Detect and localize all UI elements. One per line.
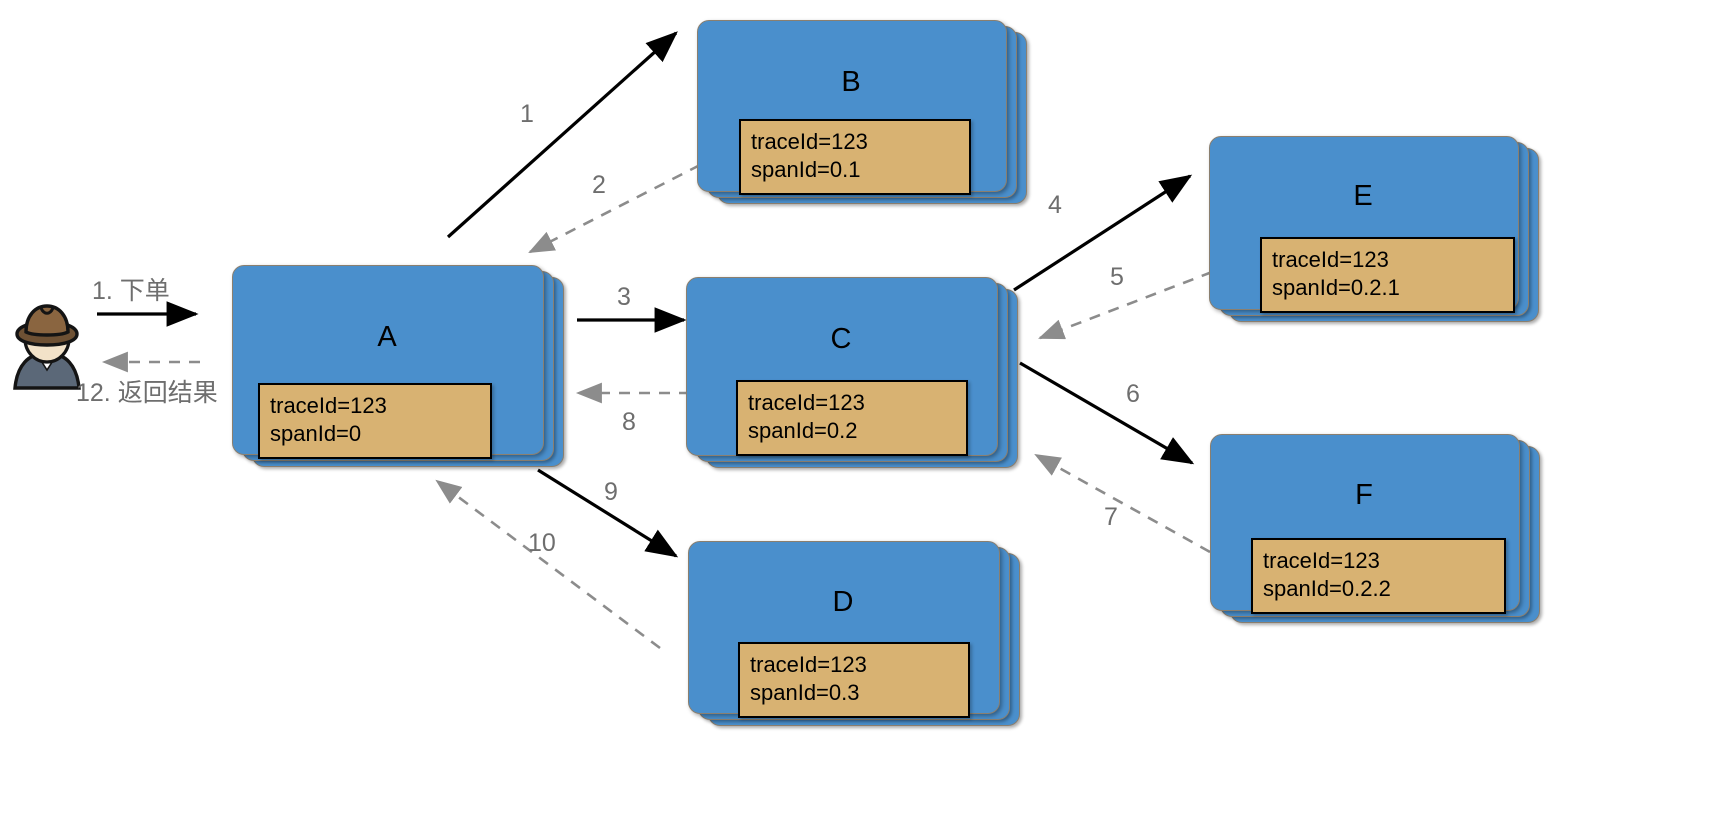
node-f[interactable]: F traceId=123 spanId=0.2.2 — [1210, 434, 1560, 639]
edge-label-8: 8 — [622, 408, 636, 436]
node-b[interactable]: B traceId=123 spanId=0.1 — [697, 20, 1037, 210]
edge-label-5: 5 — [1110, 263, 1124, 291]
edge-label-3: 3 — [617, 283, 631, 311]
edge-label-7: 7 — [1104, 503, 1118, 531]
edge-4-c-to-e — [1013, 174, 1193, 292]
node-c[interactable]: C traceId=123 spanId=0.2 — [686, 277, 1031, 477]
edge-label-9: 9 — [604, 478, 618, 506]
node-c-title: C — [830, 323, 852, 355]
edge-2-b-to-a — [528, 163, 701, 254]
actor-user — [8, 296, 86, 392]
node-f-title: F — [1355, 479, 1373, 511]
node-e[interactable]: E traceId=123 spanId=0.2.1 — [1209, 136, 1559, 336]
edge-label-6: 6 — [1126, 380, 1140, 408]
node-d-title: D — [832, 586, 854, 618]
edge-10-d-to-a — [435, 479, 661, 650]
node-b-title: B — [841, 66, 861, 98]
node-d-span-tag: traceId=123 spanId=0.3 — [738, 642, 970, 719]
node-a[interactable]: A traceId=123 spanId=0 — [232, 265, 572, 467]
user-avatar-icon — [13, 304, 81, 390]
edge-7-f-to-c — [1034, 453, 1211, 554]
edge-label-1: 1 — [520, 100, 534, 128]
node-a-title: A — [377, 321, 397, 353]
node-e-span-tag: traceId=123 spanId=0.2.1 — [1260, 237, 1515, 314]
node-a-span-tag: traceId=123 spanId=0 — [258, 383, 492, 460]
node-d[interactable]: D traceId=123 spanId=0.3 — [688, 541, 1033, 741]
node-b-span-tag: traceId=123 spanId=0.1 — [739, 119, 971, 196]
node-f-span-tag: traceId=123 spanId=0.2.2 — [1251, 538, 1506, 615]
edge-label-2: 2 — [592, 171, 606, 199]
edge-5-e-to-c — [1038, 270, 1213, 340]
edge-label-4: 4 — [1048, 191, 1062, 219]
edge-6-c-to-f — [1019, 361, 1195, 465]
node-e-title: E — [1353, 180, 1373, 212]
edge-label-10: 10 — [528, 529, 556, 557]
node-c-span-tag: traceId=123 spanId=0.2 — [736, 380, 968, 457]
edge-1-a-to-b — [446, 31, 678, 239]
actor-response-label: 12. 返回结果 — [76, 379, 218, 407]
actor-request-label: 1. 下单 — [92, 277, 170, 305]
